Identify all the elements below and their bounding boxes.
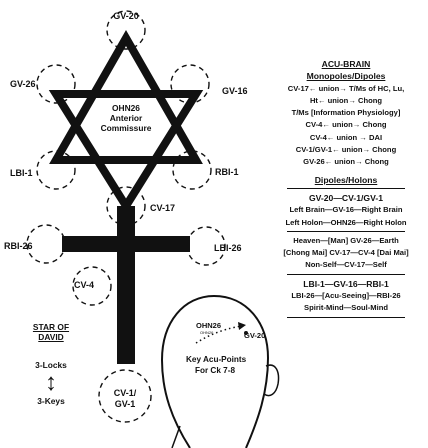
dipole-line: Left Brain—GV-16—Right Brain: [289, 205, 403, 215]
label-gv20: GV-20: [113, 11, 139, 21]
brain-line: LBI-26—[Acu-Seeing]—RBI-26: [291, 291, 401, 301]
legend-title-line2: DAVID: [38, 332, 64, 342]
circle-cv4: [72, 266, 112, 306]
monopole-line: CV-1/GV-1← union→ Chong: [295, 145, 397, 155]
label-cv1: CV-1/ GV-1: [108, 388, 142, 410]
label-rbi1: RBI-1: [215, 167, 239, 177]
monopole-line: GV-26← union→ Chong: [303, 157, 389, 167]
holon-line: Non-Self—CV-17—Self: [305, 260, 387, 270]
divider: [287, 187, 405, 189]
circle-gv26: [36, 64, 76, 104]
label-cv1-line2: GV-1: [114, 399, 136, 409]
label-cv4: CV-4: [74, 280, 95, 290]
label-gv26: GV-26: [10, 79, 36, 89]
center-line3: Commissure: [100, 123, 152, 133]
label-cv17: CV-17: [150, 203, 176, 213]
brain-line: LBI-1—GV-16—RBI-1: [303, 278, 389, 289]
panel-title: ACU-BRAIN: [321, 59, 371, 69]
head-sublabel-ohn26: OHN26: [200, 330, 214, 335]
head-arrowhead: [238, 322, 246, 330]
divider: [287, 273, 405, 275]
brain-line: Spirit-Mind—Soul-Mind: [304, 303, 388, 313]
section-dipoles-title: Dipoles/Holons: [314, 174, 378, 185]
panel-subtitle: Monopoles/Dipoles: [306, 71, 386, 82]
circle-cv1: [98, 369, 152, 423]
star-triangle-up: [49, 29, 203, 164]
circle-gv20: [106, 10, 146, 50]
star-legend: STAR OF DAVID 3-Locks ↕ 3-Keys: [22, 322, 80, 406]
monopole-line: CV-4← union→ Chong: [305, 120, 387, 130]
head-label-ohn26: OHN26: [196, 321, 222, 330]
center-line2: Anterior: [109, 113, 143, 123]
monopole-line: CV-17← union→ T/Ms of HC, Lu,: [287, 83, 405, 93]
head-dotted-arrow: [195, 325, 243, 344]
neck-line: [171, 425, 181, 448]
dipole-line: Left Holon—OHN26—Right Holon: [285, 217, 407, 227]
head-outline: [160, 294, 270, 448]
legend-title-line1: STAR OF: [32, 322, 70, 332]
gv20-head-dot: [244, 331, 248, 335]
legend-double-arrow-icon: ↕: [45, 369, 57, 396]
monopole-line: Ht← union→ Chong: [309, 95, 383, 105]
star-center-label: OHN26 Anterior Commissure: [96, 103, 156, 133]
holon-line: Heaven—[Man] GV-26—Earth: [293, 235, 399, 245]
label-lbi1: LBI-1: [10, 168, 33, 178]
head-caption: Key Acu-Points For Ck 7-8: [186, 354, 247, 376]
dipole-line: GV-20—CV-1/GV-1: [308, 192, 384, 203]
label-gv16: GV-16: [222, 86, 248, 96]
label-rbi26: RBI-26: [4, 241, 33, 251]
circle-rbi26: [26, 224, 66, 264]
head-label-gv20: GV-20: [244, 331, 266, 340]
cross-horizontal-bar: [62, 236, 190, 252]
acu-brain-panel: ACU-BRAIN Monopoles/Dipoles CV-17← union…: [270, 58, 422, 321]
legend-locks: 3-Locks: [35, 360, 67, 370]
monopole-line: CV-4← union → DAI: [309, 132, 383, 142]
label-lbi26: LBI-26: [214, 243, 242, 253]
label-cv1-line1: CV-1/: [113, 388, 137, 398]
holon-line: [Chong Mai] CV-17—CV-4 [Dai Mai]: [283, 248, 409, 258]
head-caption-line2: For Ck 7-8: [194, 366, 236, 375]
divider: [287, 230, 405, 232]
circle-lbi1: [36, 150, 76, 190]
circle-rbi1: [172, 150, 212, 190]
star-triangle-down: [48, 90, 204, 214]
ear-outline: [263, 364, 280, 397]
legend-keys: 3-Keys: [37, 396, 65, 406]
head-caption-line1: Key Acu-Points: [186, 355, 247, 364]
center-line1: OHN26: [112, 103, 140, 113]
monopole-line: T/Ms [Information Physiology]: [291, 108, 401, 118]
cross-vertical-bar: [117, 206, 135, 364]
divider: [287, 316, 405, 318]
circle-lbi26: [186, 226, 226, 266]
